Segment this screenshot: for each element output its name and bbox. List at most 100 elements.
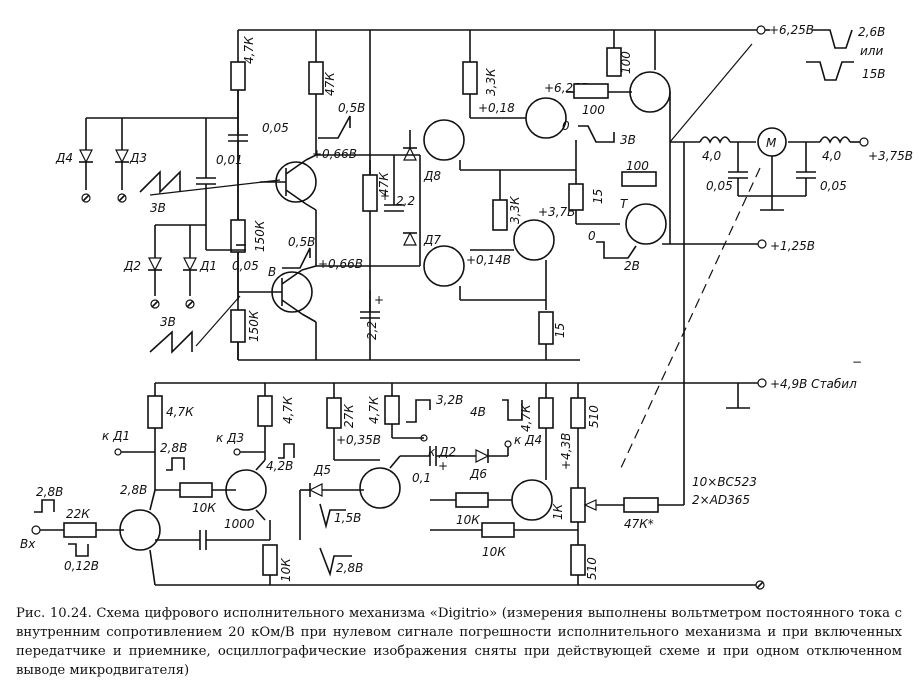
diode-d1 bbox=[183, 257, 197, 272]
osc-3v-b bbox=[149, 330, 193, 354]
label-k-d4: к Д4 bbox=[514, 433, 542, 447]
plus-sign-c: + bbox=[438, 459, 448, 473]
osc-0-5v-a bbox=[318, 115, 351, 139]
label-osc-0-12v: 0,12В bbox=[64, 559, 99, 573]
gnd-d2 bbox=[150, 299, 160, 309]
label-rail-4-9v: +4,9В Стабил bbox=[770, 377, 857, 391]
osc-0-2v bbox=[596, 241, 637, 259]
label-r-100-mid: 100 bbox=[582, 103, 605, 117]
label-osc-3v-b: 3В bbox=[160, 315, 176, 329]
osc-0-12v bbox=[68, 543, 89, 557]
label-r-10k-d: 10К bbox=[482, 545, 506, 559]
label-r-15-a: 15 bbox=[591, 189, 605, 204]
label-r-15-b: 15 bbox=[553, 323, 567, 338]
label-osc-2-6v: 2,6В bbox=[858, 25, 885, 39]
label-osc-0-b: 0 bbox=[588, 229, 596, 243]
label-node-0-66v-b: +0,66В bbox=[318, 257, 363, 271]
resistor-47k bbox=[308, 61, 324, 95]
resistor-4-7k-b2 bbox=[257, 395, 273, 427]
label-r-22k: 22К bbox=[66, 507, 90, 521]
label-minus: − bbox=[852, 355, 862, 369]
osc-2-8v-a bbox=[166, 457, 185, 471]
label-d4: Д4 bbox=[55, 151, 73, 165]
label-osc-2-8v-c: 2,8В bbox=[120, 483, 147, 497]
diode-d6 bbox=[475, 449, 490, 463]
label-r-100-t: 100 bbox=[626, 159, 649, 173]
resistor-15-b bbox=[538, 311, 554, 345]
resistor-27k bbox=[326, 397, 342, 429]
terminal-k-d2 bbox=[420, 434, 428, 442]
terminal-4-9v bbox=[757, 378, 767, 388]
plus-sign-b: + bbox=[374, 293, 384, 307]
label-t: T bbox=[620, 197, 629, 211]
resistor-100-t bbox=[621, 171, 657, 187]
label-osc-0-5v-a: 0,5В bbox=[338, 101, 365, 115]
terminal-k-d4 bbox=[504, 440, 512, 448]
label-d6: Д6 bbox=[469, 467, 487, 481]
label-cap-0-05-b: 0,05 bbox=[232, 259, 259, 273]
label-r-10k-a: 10К bbox=[192, 501, 216, 515]
label-input: Вх bbox=[20, 537, 36, 551]
label-cap-2-2-a: 2,2 bbox=[396, 194, 415, 208]
label-out-right: +3,75В bbox=[868, 149, 913, 163]
label-r-10k-c: 10К bbox=[279, 558, 293, 582]
resistor-4-7k-b3 bbox=[384, 395, 400, 425]
resistor-510-b bbox=[570, 544, 586, 576]
diode-d4 bbox=[79, 149, 93, 164]
label-rail-1-25v: +1,25В bbox=[770, 239, 815, 253]
label-cap-0-01: 0,01 bbox=[216, 153, 243, 167]
resistor-10k-c bbox=[262, 544, 278, 576]
osc-in-2-8v bbox=[34, 499, 55, 513]
osc-3-2v bbox=[406, 399, 431, 423]
diode-d7 bbox=[403, 231, 417, 246]
label-cap-right: 0,05 bbox=[820, 179, 847, 193]
terminal-k-d3 bbox=[233, 448, 241, 456]
resistor-150k-b bbox=[230, 309, 246, 343]
plus-sign-a: + bbox=[380, 189, 390, 203]
label-d1: Д1 bbox=[199, 259, 217, 273]
label-osc-2v: 2В bbox=[624, 259, 640, 273]
gnd-d4 bbox=[81, 193, 91, 203]
label-top-rail: +6,25В bbox=[769, 23, 814, 37]
label-osc-0: 0 bbox=[562, 119, 570, 133]
osc-0-3v bbox=[578, 125, 615, 143]
label-osc-2-8v-a: 2,8В bbox=[160, 441, 187, 455]
terminal-input bbox=[31, 525, 41, 535]
resistor-10k-d bbox=[481, 522, 515, 538]
potentiometer-1k bbox=[570, 487, 586, 523]
terminal-top-rail bbox=[756, 25, 766, 35]
label-r-4-7k-top: 4,7К bbox=[242, 36, 256, 64]
label-r-150k-a: 150К bbox=[253, 220, 267, 252]
transistor-q9 bbox=[359, 467, 401, 509]
label-d8: Д8 bbox=[423, 169, 441, 183]
label-node-3-7v: +3,7В bbox=[538, 205, 575, 219]
label-osc-in-2-8v: 2,8В bbox=[36, 485, 63, 499]
label-osc-3v-left: 3В bbox=[150, 201, 166, 215]
osc-4-2v bbox=[278, 443, 295, 459]
osc-0-5v-b bbox=[282, 247, 311, 269]
osc-right-2 bbox=[806, 61, 854, 81]
label-parts-1: 10×ВС523 bbox=[692, 475, 757, 489]
label-r-150k-b: 150К bbox=[247, 310, 261, 342]
transistor-t bbox=[625, 203, 667, 245]
label-r-10k-b: 10К bbox=[456, 513, 480, 527]
label-osc-3-2v: 3,2В bbox=[436, 393, 463, 407]
label-r-3-3k-a: 3,3К bbox=[484, 68, 498, 96]
label-r-4-7k-b3: 4,7К bbox=[367, 396, 381, 424]
label-r-4-7k-b2: 4,7К bbox=[281, 396, 295, 424]
resistor-15-a bbox=[568, 183, 584, 211]
label-cap-0-1: 0,1 bbox=[412, 471, 431, 485]
label-r-510-a: 510 bbox=[587, 405, 601, 428]
transistor-q4 bbox=[423, 245, 465, 287]
label-cap-left: 0,05 bbox=[706, 179, 733, 193]
label-osc-4-2v: 4,2В bbox=[266, 459, 293, 473]
label-r-100-top: 100 bbox=[619, 51, 633, 74]
label-k-d3: к Д3 bbox=[216, 431, 244, 445]
resistor-3-3k-b bbox=[492, 199, 508, 231]
resistor-3-3k-a bbox=[462, 61, 478, 95]
resistor-10k-b bbox=[455, 492, 489, 508]
terminal-3-75v bbox=[859, 137, 869, 147]
osc-3v-left bbox=[139, 170, 181, 194]
resistor-510-a bbox=[570, 397, 586, 429]
